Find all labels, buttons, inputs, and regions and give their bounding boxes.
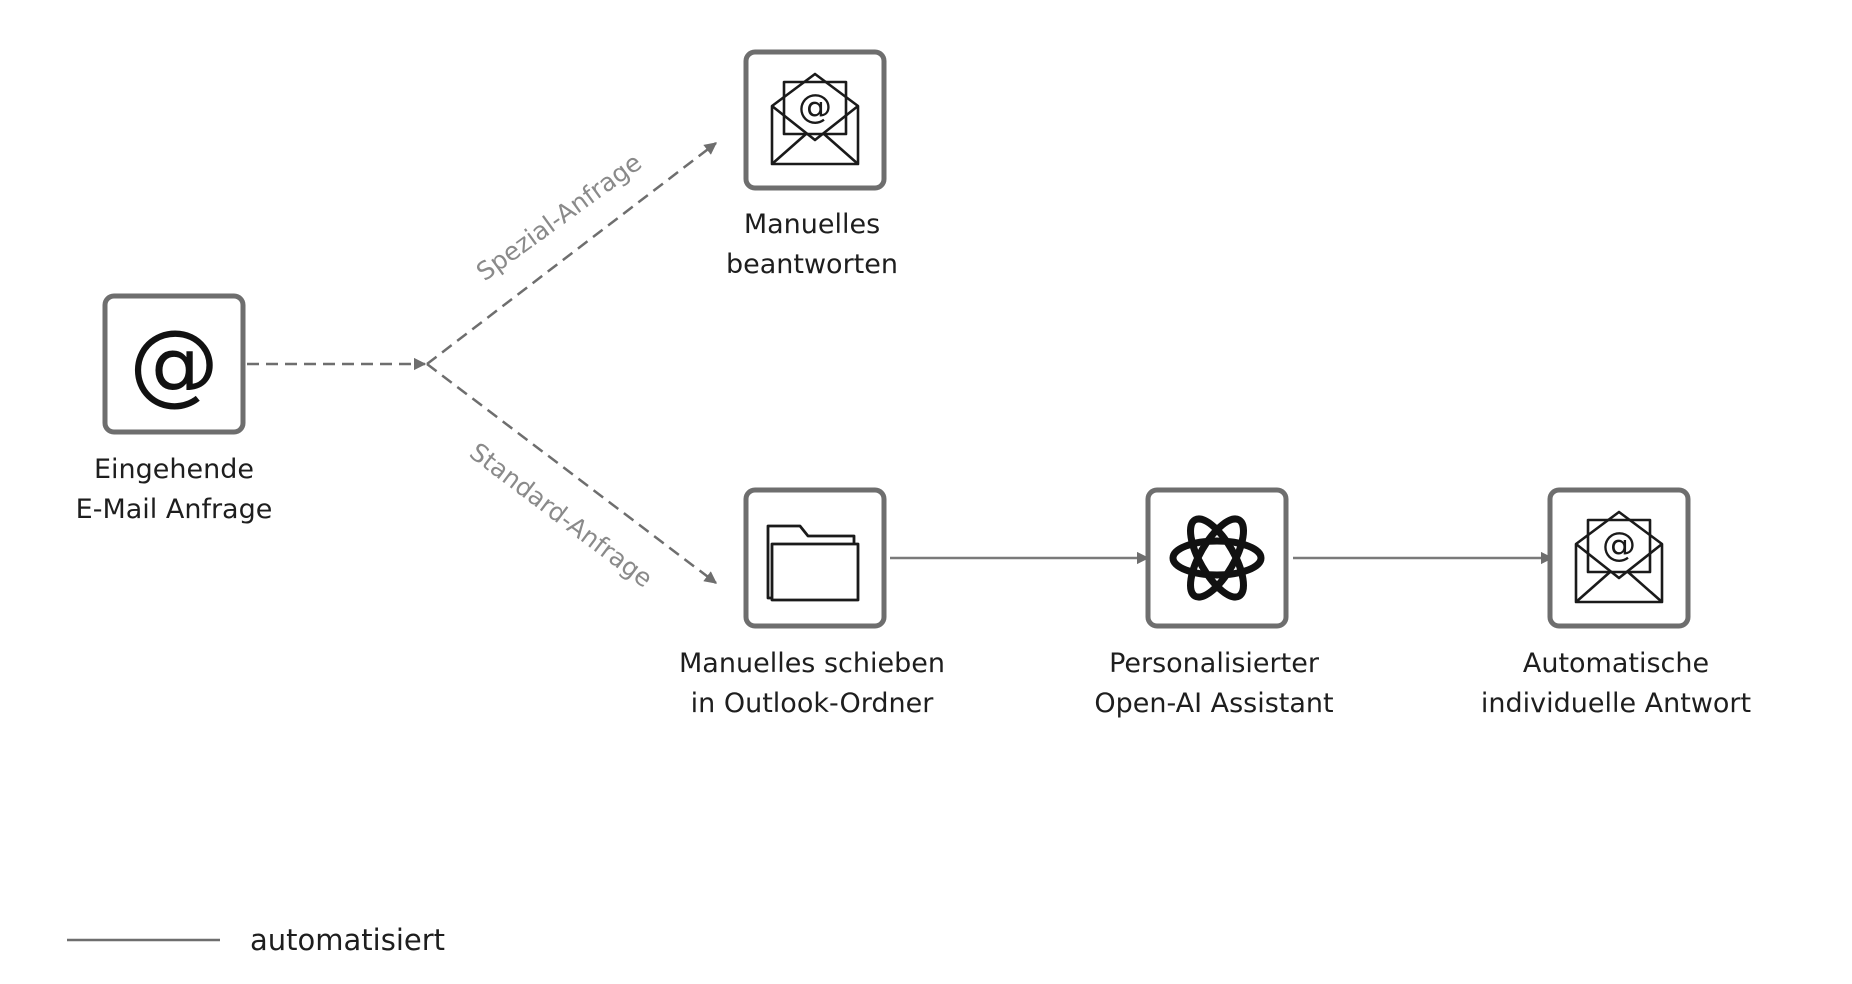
at-sign-icon: @ [129, 311, 219, 416]
svg-text:@: @ [1602, 525, 1636, 565]
edge-split-to-manual-move [426, 363, 717, 584]
node-incoming-email: @ Eingehende E-Mail Anfrage [76, 293, 273, 525]
node-box [102, 293, 246, 435]
open-envelope-at-icon: @ [1574, 510, 1664, 604]
node-auto-reply: @ Automatische individuelle Antwort [1481, 487, 1751, 719]
node-manual-move: Manuelles schieben in Outlook-Ordner [679, 487, 945, 719]
legend: automatisiert [67, 923, 445, 957]
node-label-line1: Manuelles schieben [679, 648, 945, 679]
node-label-line1: Personalisierter [1109, 648, 1320, 679]
node-label-line2: individuelle Antwort [1481, 688, 1751, 719]
node-label-line2: Open-AI Assistant [1094, 688, 1333, 719]
node-label-line2: E-Mail Anfrage [76, 494, 273, 525]
node-box [1145, 487, 1289, 629]
node-manual-reply: @ Manuelles beantworten [726, 49, 898, 280]
node-label-line2: in Outlook-Ordner [691, 688, 935, 719]
node-label-line1: Manuelles [744, 209, 880, 240]
legend-solid-label: automatisiert [250, 923, 445, 957]
node-label-line1: Eingehende [94, 454, 254, 485]
edge-split-to-manual-reply [426, 142, 717, 365]
edges [247, 142, 1554, 584]
edge-label-special: Spezial-Anfrage [471, 148, 647, 287]
node-label-line2: beantworten [726, 249, 898, 280]
folder-icon [766, 524, 860, 602]
open-envelope-at-icon: @ [770, 72, 860, 166]
node-label-line1: Automatische [1523, 648, 1709, 679]
svg-text:@: @ [798, 87, 832, 127]
edge-label-standard: Standard-Anfrage [464, 437, 658, 593]
openai-logo-icon [1169, 515, 1265, 601]
node-assistant: Personalisierter Open-AI Assistant [1094, 487, 1334, 719]
